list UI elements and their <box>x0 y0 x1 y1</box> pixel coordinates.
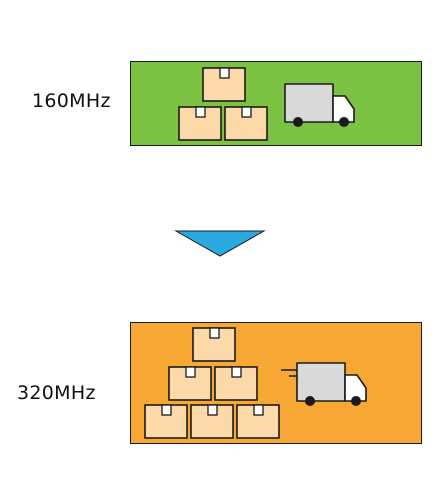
delivery-truck-icon <box>284 83 355 127</box>
package-box-icon <box>192 327 236 362</box>
box-stack-6 <box>144 327 280 439</box>
package-box-icon <box>236 404 280 439</box>
package-box-icon <box>178 106 222 141</box>
top-delivery-panel <box>130 61 422 146</box>
package-box-icon <box>224 106 268 141</box>
package-box-icon <box>214 366 258 401</box>
package-box-icon <box>168 366 212 401</box>
top-panel-illustration <box>178 67 355 141</box>
package-box-icon <box>190 404 234 439</box>
box-stack-3 <box>178 67 268 141</box>
bottom-frequency-label: 320MHz <box>17 382 96 404</box>
down-triangle-arrow-icon <box>174 230 266 257</box>
bottom-panel-illustration <box>144 327 367 439</box>
package-box-icon <box>202 67 246 102</box>
package-box-icon <box>144 404 188 439</box>
top-frequency-label: 160MHz <box>32 90 111 112</box>
delivery-truck-icon <box>296 362 367 406</box>
bottom-delivery-panel <box>130 322 422 444</box>
